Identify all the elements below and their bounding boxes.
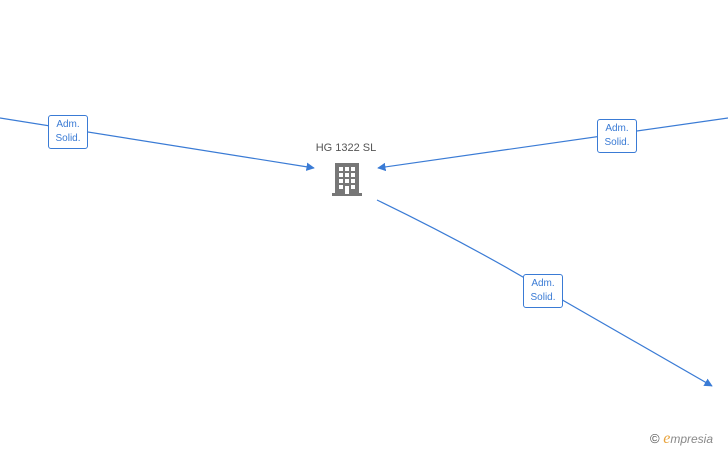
company-node-label[interactable]: HG 1322 SL: [315, 142, 377, 154]
relation-type: Solid.: [55, 133, 81, 144]
relation-badge-left[interactable]: Adm. Solid.: [48, 115, 88, 149]
copyright-symbol: ©: [650, 431, 660, 446]
edge-right-to-company: [377, 117, 728, 172]
relation-badge-bottom[interactable]: Adm. Solid.: [523, 274, 563, 308]
relation-role: Adm.: [531, 278, 555, 289]
building-icon[interactable]: [331, 162, 363, 196]
relation-role: Adm.: [56, 119, 80, 130]
relation-type: Solid.: [530, 292, 556, 303]
brand-text: mpresia: [670, 432, 714, 446]
footer-watermark: © empresia: [650, 430, 713, 448]
brand-initial: e: [663, 430, 671, 447]
relation-role: Adm.: [605, 123, 629, 134]
relation-type: Solid.: [604, 137, 630, 148]
relation-badge-right[interactable]: Adm. Solid.: [597, 119, 637, 153]
